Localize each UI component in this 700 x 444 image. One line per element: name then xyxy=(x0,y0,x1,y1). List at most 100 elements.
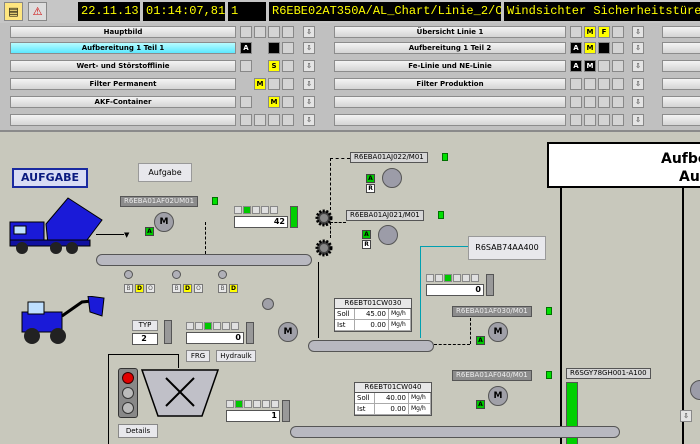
conveyor-belt-2[interactable] xyxy=(308,340,434,352)
motor-af02um[interactable]: M xyxy=(154,212,174,232)
auto-indicator: A xyxy=(240,42,252,54)
hydraulik-button[interactable]: Hydraulk xyxy=(216,350,256,362)
nav-filter-permanent[interactable]: Filter Permanent xyxy=(10,78,236,90)
nav-hauptbild[interactable]: Hauptbild xyxy=(10,26,236,38)
status-led xyxy=(442,153,448,161)
traffic-light xyxy=(118,368,138,418)
status-icon-row xyxy=(186,322,240,330)
level-bar xyxy=(164,320,172,344)
status-led xyxy=(212,197,218,205)
tag-aj021[interactable]: R6EBA01AJ021/M01 xyxy=(346,210,424,221)
tag-aj022[interactable]: R6EBA01AJ022/M01 xyxy=(350,152,428,163)
status-square xyxy=(584,114,596,126)
arrow-down-icon[interactable]: ⇩ xyxy=(303,42,315,54)
aufgabe-title: AUFGABE xyxy=(12,168,88,188)
label-sab74aa400[interactable]: R6SAB74AA400 xyxy=(468,236,546,260)
section-title-line1: Aufbe xyxy=(661,151,700,167)
typ-label: TYP xyxy=(132,320,158,331)
status-led xyxy=(546,371,552,379)
soll-value[interactable]: 40.00 xyxy=(375,393,409,403)
arrow-down-icon[interactable]: ⇩ xyxy=(632,114,644,126)
status-square xyxy=(612,60,624,72)
conveyor-belt-3[interactable] xyxy=(290,426,620,438)
value-1[interactable]: 1 xyxy=(226,410,280,422)
value-42[interactable]: 42 xyxy=(234,216,288,228)
conveyor-belt-1[interactable] xyxy=(96,254,312,266)
value-0-left[interactable]: 0 xyxy=(186,332,244,344)
arrow-down-icon[interactable]: ⇩ xyxy=(303,60,315,72)
arrow-down-icon[interactable]: ⇩ xyxy=(632,96,644,108)
status-square xyxy=(240,96,252,108)
motor-small[interactable]: M xyxy=(278,322,298,342)
arrow-down-icon[interactable]: ⇩ xyxy=(632,26,644,38)
nav-empty-right-1[interactable] xyxy=(334,96,566,108)
tag-af030[interactable]: R6EBA01AF030/M01 xyxy=(452,306,532,317)
process-diagram: AUFGABE Aufgabe Aufbe Auf ▼ R6EBA01AF02U… xyxy=(0,130,700,444)
arrow-down-icon[interactable]: ⇩ xyxy=(303,114,315,126)
soll-value[interactable]: 45.00 xyxy=(355,309,389,319)
nav-partial-right[interactable] xyxy=(662,78,700,90)
small-motor[interactable] xyxy=(262,298,274,310)
flow-line xyxy=(96,234,124,235)
indicator-b: B xyxy=(172,284,181,293)
status-square xyxy=(282,96,294,108)
nav-empty-left[interactable] xyxy=(10,114,236,126)
status-square xyxy=(282,78,294,90)
typ-value[interactable]: 2 xyxy=(132,333,158,345)
nav-partial-right[interactable] xyxy=(662,60,700,72)
status-bar: ▤ ⚠ 22.11.13 01:14:07,815 1 R6EBE02AT350… xyxy=(0,0,700,23)
flow-arrow-icon: ▼ xyxy=(124,231,130,239)
arrow-down-icon[interactable]: ⇩ xyxy=(303,96,315,108)
arrow-down-icon[interactable]: ⇩ xyxy=(680,410,692,422)
motor-af040[interactable]: M xyxy=(488,386,508,406)
alarm-warning-icon[interactable]: ⚠ xyxy=(28,2,47,21)
nav-fe-ne-linie[interactable]: Fe-Linie und NE-Linie xyxy=(334,60,566,72)
arrow-down-icon[interactable]: ⇩ xyxy=(303,78,315,90)
flow-line xyxy=(178,354,179,368)
crusher-gear-icon xyxy=(315,239,333,257)
nav-partial-right[interactable] xyxy=(662,96,700,108)
status-square xyxy=(240,114,252,126)
motor-aj021[interactable] xyxy=(378,225,398,245)
unit-label: Mg/h xyxy=(389,309,411,319)
details-button[interactable]: Details xyxy=(118,424,158,438)
nav-aufbereitung-teil-2[interactable]: Aufbereitung 1 Teil 2 xyxy=(334,42,566,54)
belt-roller xyxy=(218,270,227,279)
motor-af030[interactable]: M xyxy=(488,322,508,342)
nav-partial-right[interactable] xyxy=(662,114,700,126)
status-date: 22.11.13 xyxy=(78,2,140,21)
value-0-right[interactable]: 0 xyxy=(426,284,484,296)
status-time: 01:14:07,815 xyxy=(143,2,225,21)
arrow-down-icon[interactable]: ⇩ xyxy=(632,60,644,72)
dashed-line xyxy=(330,222,346,223)
arrow-down-icon[interactable]: ⇩ xyxy=(632,42,644,54)
remote-mode-indicator: R xyxy=(366,184,375,193)
arrow-down-icon[interactable]: ⇩ xyxy=(303,26,315,38)
unit-label: Mg/h xyxy=(389,320,411,330)
nav-uebersicht-linie-1[interactable]: Übersicht Linie 1 xyxy=(334,26,566,38)
status-square-dark xyxy=(268,42,280,54)
tag-af040[interactable]: R6EBA01AF040/M01 xyxy=(452,370,532,381)
status-square xyxy=(240,26,252,38)
tag-af02um[interactable]: R6EBA01AF02UM01 xyxy=(120,196,199,207)
motor-edge[interactable] xyxy=(690,380,700,400)
nav-akf-container[interactable]: AKF-Container xyxy=(10,96,236,108)
nav-aufbereitung-teil-1[interactable]: Aufbereitung 1 Teil 1 xyxy=(10,42,236,54)
status-square xyxy=(254,26,266,38)
signal-line xyxy=(420,246,468,247)
tag-sgy78[interactable]: R6SGY78GH001-A100 xyxy=(566,368,651,379)
nav-wert-stoerstofflinie[interactable]: Wert- und Störstofflinie xyxy=(10,60,236,72)
hopper-icon[interactable] xyxy=(140,368,220,420)
nav-empty-right-2[interactable] xyxy=(334,114,566,126)
arrow-down-icon[interactable]: ⇩ xyxy=(632,78,644,90)
nav-partial-right[interactable] xyxy=(662,26,700,38)
flow-line xyxy=(318,262,319,338)
status-index: 1 xyxy=(228,2,266,21)
nav-partial-right[interactable] xyxy=(662,42,700,54)
nav-filter-produktion[interactable]: Filter Produktion xyxy=(334,78,566,90)
notepad-icon[interactable]: ▤ xyxy=(4,2,23,21)
motor-aj022[interactable] xyxy=(382,168,402,188)
frg-button[interactable]: FRG xyxy=(186,350,210,362)
